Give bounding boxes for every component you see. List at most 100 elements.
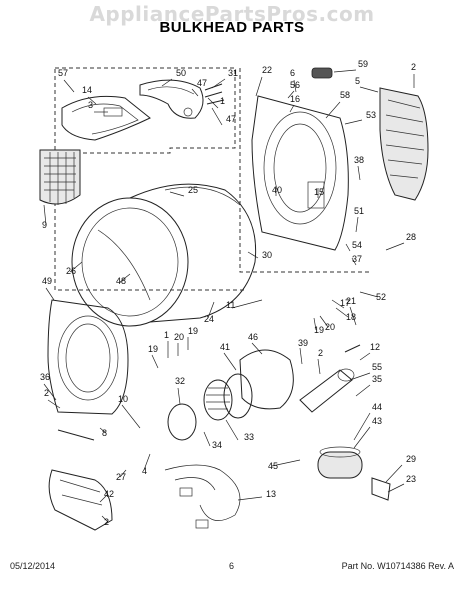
callout-26: 26 — [66, 266, 76, 276]
group-box-mid-right — [239, 68, 372, 273]
callout-leader — [385, 242, 405, 251]
callout-leader — [177, 387, 181, 405]
heater-duct — [299, 368, 355, 413]
callout-leader — [43, 383, 57, 401]
callout-34: 34 — [212, 440, 222, 450]
bracket-12 — [344, 344, 361, 353]
callout-leader — [385, 464, 403, 483]
callout-42: 42 — [104, 489, 114, 499]
callout-11: 11 — [226, 300, 235, 310]
callout-leader — [121, 404, 141, 429]
wire-harness — [164, 464, 241, 529]
callout-16: 16 — [290, 94, 300, 104]
callout-52: 52 — [376, 292, 386, 302]
callout-leader — [211, 107, 223, 126]
callout-leader — [271, 459, 301, 467]
callout-8: 8 — [102, 428, 107, 438]
front-bulkhead — [47, 299, 129, 415]
callout-1: 1 — [164, 330, 169, 340]
watermark: AppliancePartsPros.com — [89, 2, 375, 26]
callout-leader — [161, 78, 173, 87]
callout-37: 37 — [352, 254, 362, 264]
callout-leader — [101, 515, 109, 523]
callout-2: 2 — [44, 388, 49, 398]
callout-20: 20 — [174, 332, 184, 342]
callout-leader — [359, 352, 371, 361]
callout-38: 38 — [354, 155, 364, 165]
callout-leader — [225, 419, 239, 441]
callout-2: 2 — [411, 62, 416, 72]
callout-leader — [335, 307, 349, 318]
callout-44: 44 — [372, 402, 382, 412]
callout-45: 45 — [268, 461, 278, 471]
callout-leader — [349, 372, 371, 381]
callout-58: 58 — [340, 90, 350, 100]
callout-leader — [69, 261, 83, 273]
group-box-left — [54, 153, 245, 291]
callout-57: 57 — [58, 68, 68, 78]
callout-leader — [251, 342, 263, 355]
callout-leader — [353, 426, 371, 449]
callout-43: 43 — [372, 416, 382, 426]
callout-leader — [349, 306, 357, 326]
callout-24: 24 — [204, 314, 214, 324]
callout-leader — [313, 317, 317, 331]
callout-leader — [355, 384, 371, 397]
callout-leader — [351, 257, 357, 266]
callout-20: 20 — [325, 322, 335, 332]
callout-22: 22 — [262, 65, 272, 75]
callout-27: 27 — [116, 472, 126, 482]
callout-4: 4 — [142, 466, 147, 476]
callout-leader — [345, 243, 351, 252]
callout-53: 53 — [366, 110, 376, 120]
callout-leader — [207, 301, 215, 319]
callout-33: 33 — [244, 432, 254, 442]
callout-leader — [99, 493, 109, 503]
blower-housing — [239, 349, 294, 410]
footer-page: 6 — [229, 561, 235, 571]
callout-leader — [333, 69, 357, 73]
idler — [371, 477, 391, 501]
callout-leader — [353, 412, 371, 441]
callout-leader — [357, 165, 361, 181]
callout-25: 25 — [188, 185, 198, 195]
footer-date: 05/12/2014 — [10, 561, 56, 571]
callout-1: 1 — [220, 96, 225, 106]
callout-leader — [355, 216, 359, 233]
callout-leader — [247, 251, 259, 259]
callout-leader — [223, 352, 237, 371]
callout-leader — [317, 358, 321, 375]
callout-leader — [43, 204, 47, 226]
heater-element — [317, 446, 363, 479]
callout-46: 46 — [248, 332, 258, 342]
group-box-top-left — [54, 67, 236, 154]
callout-49: 49 — [42, 276, 52, 286]
callout-leader — [169, 191, 185, 197]
callout-55: 55 — [372, 362, 382, 372]
callout-leader — [331, 299, 345, 309]
callout-leader — [211, 78, 226, 89]
callout-2: 2 — [104, 517, 109, 527]
callout-41: 41 — [220, 342, 230, 352]
callout-leader — [231, 299, 263, 309]
callout-14: 14 — [82, 85, 92, 95]
callout-23: 23 — [406, 474, 416, 484]
exhaust-duct-panel — [379, 87, 429, 201]
bracket-8 — [57, 429, 95, 441]
callout-leader — [47, 399, 61, 409]
callout-leader — [359, 86, 379, 93]
callout-15: 15 — [314, 187, 324, 197]
callout-59: 59 — [358, 59, 368, 69]
callout-32: 32 — [175, 376, 185, 386]
callout-leader — [319, 315, 329, 328]
callout-10: 10 — [118, 394, 128, 404]
callout-29: 29 — [406, 454, 416, 464]
callout-12: 12 — [370, 342, 380, 352]
callout-leader — [387, 483, 405, 493]
callout-31: 31 — [228, 68, 238, 78]
callout-5: 5 — [355, 76, 360, 86]
lint-screen — [39, 149, 81, 205]
callout-48: 48 — [116, 276, 126, 286]
